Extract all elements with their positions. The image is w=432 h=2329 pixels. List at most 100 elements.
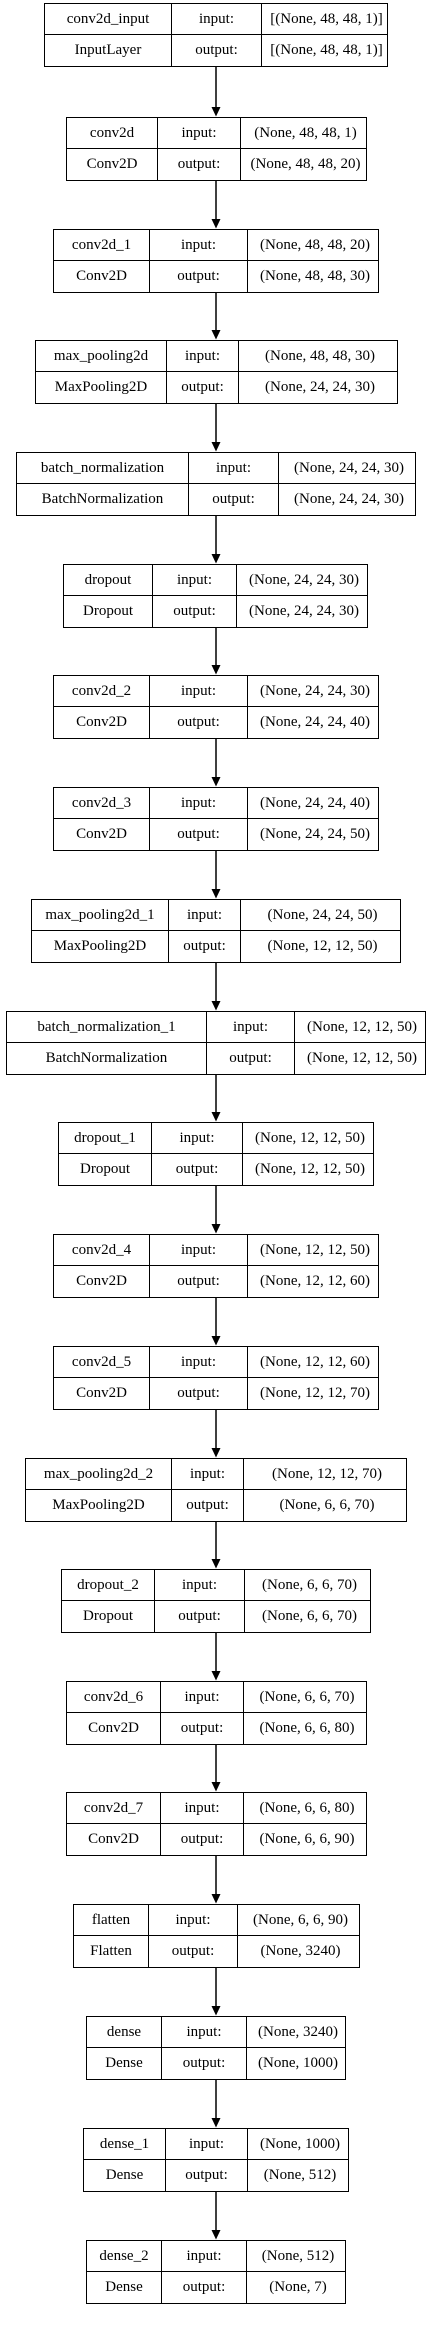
output-shape: (None, 12, 12, 50)	[307, 1050, 417, 1066]
layer-type: Conv2D	[54, 1266, 150, 1297]
input-port-label: input:	[155, 1570, 245, 1601]
output-port-label: output:	[155, 1601, 245, 1632]
output-shape: (None, 7)	[269, 2279, 327, 2295]
input-shape: (None, 3240)	[247, 2017, 345, 2048]
layer-name: batch_normalization	[17, 453, 189, 484]
layer-type: Dense	[87, 2048, 162, 2079]
arrowhead-icon	[211, 1112, 221, 1122]
input-port-label: input:	[150, 676, 248, 707]
output-port-label: output:	[172, 35, 262, 66]
output-shape: (None, 12, 12, 50)	[255, 1161, 365, 1177]
output-shape: (None, 6, 6, 70)	[279, 1497, 375, 1513]
output-port-label: output:	[150, 707, 248, 738]
input-shape: (None, 12, 12, 70)	[244, 1459, 406, 1490]
output-shape: (None, 48, 48, 20)	[250, 156, 361, 172]
layer-type: MaxPooling2D	[26, 1490, 172, 1521]
input-port-label: input:	[161, 1793, 244, 1824]
input-port-label: input:	[150, 230, 248, 261]
layer-name: conv2d_5	[54, 1347, 150, 1378]
input-port-label: input:	[162, 2241, 247, 2272]
input-shape: (None, 12, 12, 50)	[295, 1012, 425, 1043]
input-port-label: input:	[150, 1347, 248, 1378]
arrowhead-icon	[211, 1559, 221, 1569]
layer-type: Conv2D	[67, 1713, 161, 1744]
layer-type: Conv2D	[54, 1378, 150, 1409]
layer-type: InputLayer	[45, 35, 172, 66]
arrowhead-icon	[211, 442, 221, 452]
input-port-label: input:	[150, 788, 248, 819]
layer-name: conv2d_input	[45, 4, 172, 35]
layer-name: conv2d_6	[67, 1682, 161, 1713]
input-port-label: input:	[153, 565, 237, 596]
input-port-label: input:	[172, 4, 262, 35]
output-port-label: output:	[150, 1378, 248, 1409]
output-port-label: output:	[150, 261, 248, 292]
output-port-label: output:	[166, 2160, 248, 2191]
input-shape: (None, 24, 24, 30)	[237, 565, 367, 596]
input-shape: [(None, 48, 48, 1)]	[262, 4, 387, 35]
layer-type: Dropout	[59, 1154, 152, 1185]
layer-name: conv2d_1	[54, 230, 150, 261]
output-shape: (None, 24, 24, 30)	[249, 603, 359, 619]
output-port-label: output:	[172, 1490, 244, 1521]
layer-name: conv2d	[67, 118, 158, 149]
layer-name: conv2d_2	[54, 676, 150, 707]
output-port-label: output:	[169, 931, 241, 962]
input-port-label: input:	[166, 2129, 248, 2160]
layer-name: conv2d_7	[67, 1793, 161, 1824]
output-port-label: output:	[161, 1824, 244, 1855]
input-shape: (None, 6, 6, 80)	[244, 1793, 366, 1824]
input-port-label: input:	[149, 1905, 238, 1936]
arrowhead-icon	[211, 219, 221, 229]
layer-type: Conv2D	[54, 819, 150, 850]
layer-type: Conv2D	[67, 1824, 161, 1855]
input-shape: (None, 24, 24, 30)	[248, 676, 378, 707]
output-port-label: output:	[161, 1713, 244, 1744]
layer-name: dense_2	[87, 2241, 162, 2272]
arrowhead-icon	[211, 1782, 221, 1792]
layer-name: conv2d_3	[54, 788, 150, 819]
output-shape: (None, 3240)	[260, 1943, 341, 1959]
output-shape: (None, 6, 6, 90)	[259, 1831, 355, 1847]
input-port-label: input:	[189, 453, 279, 484]
input-port-label: input:	[150, 1235, 248, 1266]
output-shape: (None, 1000)	[258, 2055, 338, 2071]
input-shape: (None, 12, 12, 50)	[248, 1235, 378, 1266]
output-shape: (None, 512)	[263, 2167, 337, 2183]
input-shape: (None, 512)	[247, 2241, 345, 2272]
layer-type: BatchNormalization	[17, 484, 189, 515]
output-shape: (None, 24, 24, 50)	[260, 826, 370, 842]
layer-name: flatten	[74, 1905, 149, 1936]
output-shape: (None, 6, 6, 70)	[262, 1608, 357, 1624]
input-shape: (None, 6, 6, 70)	[245, 1570, 370, 1601]
layer-name: dense_1	[84, 2129, 166, 2160]
arrowhead-icon	[211, 1336, 221, 1346]
layer-type: Dense	[87, 2272, 162, 2303]
layer-type: MaxPooling2D	[36, 372, 167, 403]
output-port-label: output:	[152, 1154, 243, 1185]
input-port-label: input:	[169, 900, 241, 931]
arrowhead-icon	[211, 1671, 221, 1681]
layer-name: batch_normalization_1	[7, 1012, 207, 1043]
layer-type: Conv2D	[54, 261, 150, 292]
layer-name: conv2d_4	[54, 1235, 150, 1266]
input-port-label: input:	[172, 1459, 244, 1490]
input-shape: (None, 24, 24, 40)	[248, 788, 378, 819]
arrowhead-icon	[211, 107, 221, 117]
arrowhead-icon	[211, 2006, 221, 2016]
